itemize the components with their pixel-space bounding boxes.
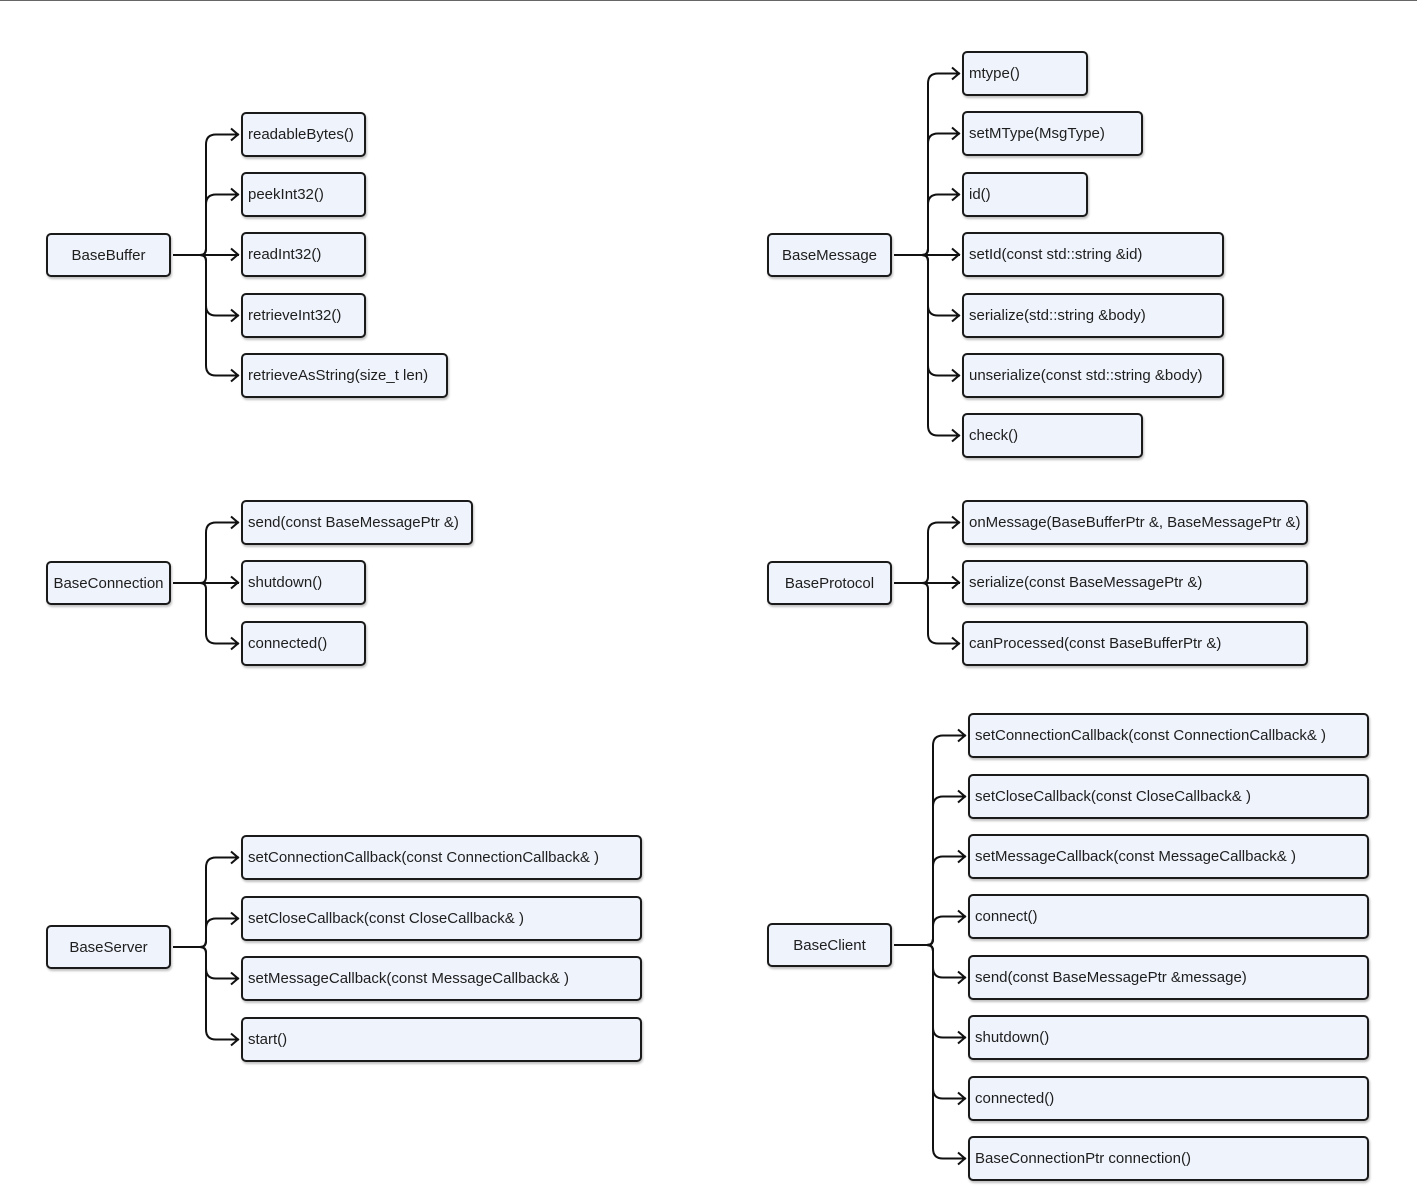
arrowhead-icon [230, 127, 240, 142]
class-node-baseconnection[interactable]: BaseConnection [46, 561, 171, 605]
arrowhead-icon [230, 850, 240, 865]
method-node[interactable]: readableBytes() [241, 112, 366, 157]
arrowhead-icon [951, 308, 961, 323]
arrowhead-icon [230, 515, 240, 530]
class-node-basebuffer[interactable]: BaseBuffer [46, 233, 171, 277]
arrowhead-icon [951, 368, 961, 383]
method-node[interactable]: setConnectionCallback(const ConnectionCa… [241, 835, 642, 880]
arrowhead-icon [957, 789, 967, 804]
method-node[interactable]: check() [962, 413, 1143, 458]
top-rule [0, 0, 1417, 1]
arrowhead-icon [951, 187, 961, 202]
arrowhead-icon [230, 575, 240, 590]
arrowhead-icon [957, 1091, 967, 1106]
method-node[interactable]: setMType(MsgType) [962, 111, 1143, 156]
arrowhead-icon [957, 849, 967, 864]
method-node[interactable]: BaseConnectionPtr connection() [968, 1136, 1369, 1181]
method-node[interactable]: connect() [968, 894, 1369, 939]
arrowhead-icon [957, 728, 967, 743]
arrowhead-icon [230, 1032, 240, 1047]
connector-line [926, 944, 966, 1160]
class-node-baseprotocol[interactable]: BaseProtocol [767, 561, 892, 605]
method-node[interactable]: shutdown() [241, 560, 366, 605]
class-node-baseserver[interactable]: BaseServer [46, 925, 171, 969]
connector-line [921, 254, 960, 437]
method-node[interactable]: serialize(const BaseMessagePtr &) [962, 560, 1308, 605]
method-node[interactable]: setCloseCallback(const CloseCallback& ) [968, 774, 1369, 819]
arrowhead-icon [951, 428, 961, 443]
method-node[interactable]: readInt32() [241, 232, 366, 277]
arrowhead-icon [957, 1151, 967, 1166]
method-node[interactable]: setMessageCallback(const MessageCallback… [968, 834, 1369, 879]
method-node[interactable]: setCloseCallback(const CloseCallback& ) [241, 896, 642, 941]
method-node[interactable]: shutdown() [968, 1015, 1369, 1060]
method-node[interactable]: retrieveInt32() [241, 293, 366, 338]
method-node[interactable]: retrieveAsString(size_t len) [241, 353, 448, 398]
method-node[interactable]: setId(const std::string &id) [962, 232, 1224, 277]
arrowhead-icon [230, 308, 240, 323]
arrowhead-icon [230, 368, 240, 383]
arrowhead-icon [230, 971, 240, 986]
method-node[interactable]: peekInt32() [241, 172, 366, 217]
method-node[interactable]: canProcessed(const BaseBufferPtr &) [962, 621, 1308, 666]
method-node[interactable]: onMessage(BaseBufferPtr &, BaseMessagePt… [962, 500, 1308, 545]
arrowhead-icon [230, 187, 240, 202]
arrowhead-icon [951, 66, 961, 81]
method-node[interactable]: start() [241, 1017, 642, 1062]
method-node[interactable]: serialize(std::string &body) [962, 293, 1224, 338]
method-node[interactable]: unserialize(const std::string &body) [962, 353, 1224, 398]
arrowhead-icon [957, 909, 967, 924]
connector-line [199, 946, 239, 1041]
method-node[interactable]: id() [962, 172, 1088, 217]
method-node[interactable]: setConnectionCallback(const ConnectionCa… [968, 713, 1369, 758]
arrowhead-icon [230, 911, 240, 926]
method-node[interactable]: connected() [241, 621, 366, 666]
connector-line [199, 254, 239, 377]
arrowhead-icon [957, 1030, 967, 1045]
method-node[interactable]: setMessageCallback(const MessageCallback… [241, 956, 642, 1001]
method-node[interactable]: send(const BaseMessagePtr &message) [968, 955, 1369, 1000]
connector-line [199, 917, 239, 948]
arrowhead-icon [230, 247, 240, 262]
arrowhead-icon [230, 636, 240, 651]
connector-line [926, 915, 966, 946]
arrowhead-icon [951, 515, 961, 530]
method-node[interactable]: connected() [968, 1076, 1369, 1121]
method-node[interactable]: send(const BaseMessagePtr &) [241, 500, 473, 545]
connector-line [921, 582, 960, 645]
arrowhead-icon [957, 970, 967, 985]
arrowhead-icon [951, 126, 961, 141]
arrowhead-icon [951, 575, 961, 590]
method-node[interactable]: mtype() [962, 51, 1088, 96]
class-node-basemessage[interactable]: BaseMessage [767, 233, 892, 277]
arrowhead-icon [951, 247, 961, 262]
class-node-baseclient[interactable]: BaseClient [767, 923, 892, 967]
connector-line [199, 582, 239, 645]
arrowhead-icon [951, 636, 961, 651]
